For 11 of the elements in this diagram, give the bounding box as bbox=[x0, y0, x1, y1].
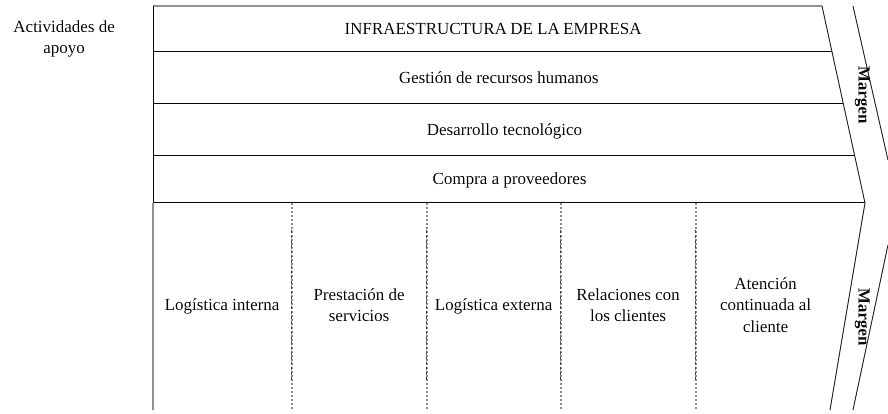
primary-activity-cell: Relaciones con los clientes bbox=[561, 230, 696, 380]
support-activity-row: Desarrollo tecnológico bbox=[153, 104, 855, 156]
primary-activity-cell: Logística interna bbox=[153, 230, 292, 380]
primary-activity-cell: Logística externa bbox=[427, 230, 561, 380]
support-activity-row: INFRAESTRUCTURA DE LA EMPRESA bbox=[153, 6, 832, 52]
support-activity-row: Gestión de recursos humanos bbox=[153, 52, 844, 104]
primary-activity-cell: Atención continuada al cliente bbox=[696, 230, 835, 380]
primary-activity-cell: Prestación de servicios bbox=[292, 230, 427, 380]
side-heading: Actividades de apoyo bbox=[12, 16, 116, 58]
support-activity-row: Compra a proveedores bbox=[153, 156, 865, 203]
margin-label: Margen bbox=[846, 262, 882, 372]
